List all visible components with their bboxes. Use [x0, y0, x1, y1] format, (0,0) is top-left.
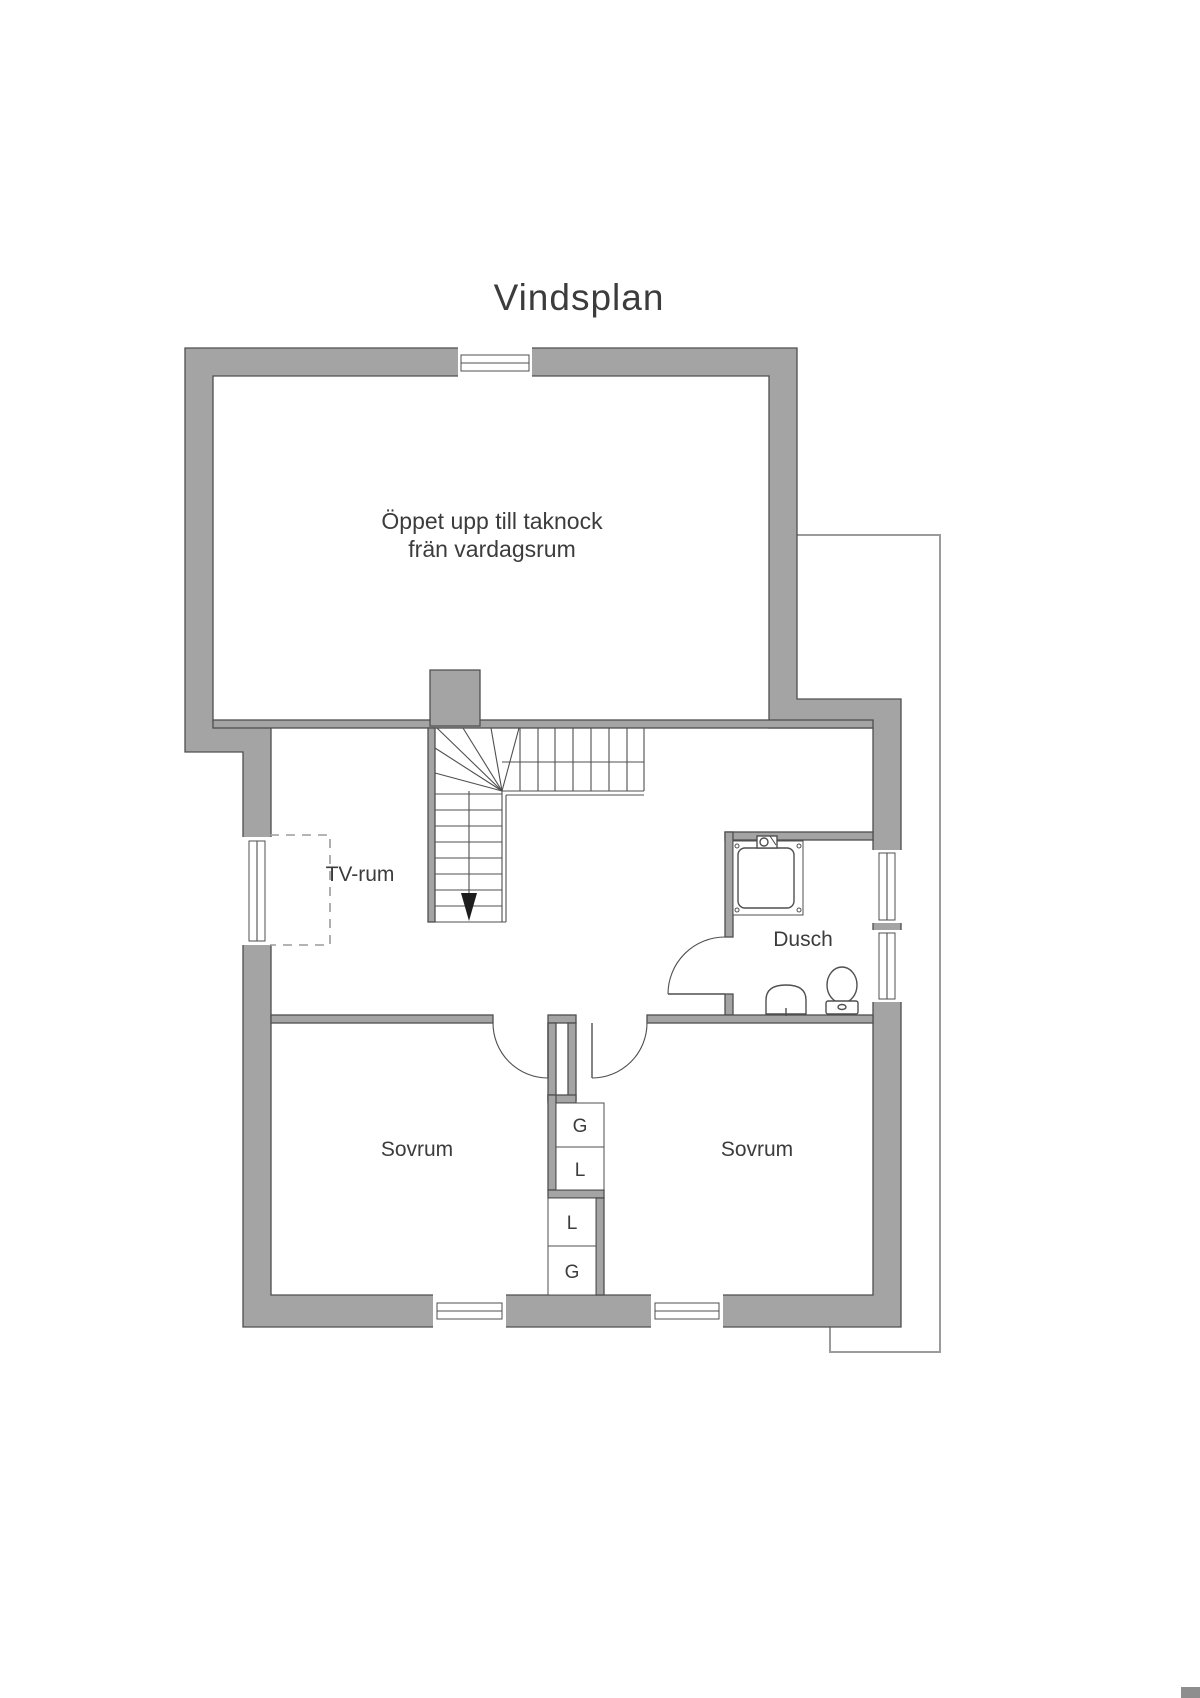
closet-box-upper-l — [555, 1146, 605, 1191]
closet-box-upper-g — [555, 1102, 605, 1148]
tv-room-label: TV-rum — [326, 863, 395, 886]
open-area-label-line1: Öppet upp till taknock — [381, 508, 603, 534]
closets: G L L G — [547, 1102, 605, 1296]
bedroom-right-door-swing-arc — [591, 1022, 648, 1079]
toilet-bowl — [826, 966, 858, 1004]
wall-open-room-south — [212, 719, 874, 729]
open-area-label-line2: frän vardagsrum — [408, 536, 575, 562]
closet-label-upper-l: L — [575, 1160, 586, 1181]
staircase — [428, 727, 645, 923]
stair-upper-treads — [502, 728, 645, 791]
bedroom-right-label: Sovrum — [721, 1138, 793, 1161]
door-divider-strip-east — [567, 1022, 577, 1101]
closet-back-wall-upper — [547, 1094, 557, 1191]
closet-label-lower-l: L — [567, 1213, 578, 1234]
stair-down-arrow-icon — [461, 893, 477, 921]
stair-boundary-lines — [468, 790, 644, 922]
bathroom-door-stub — [724, 993, 734, 1016]
closet-label-lower-g: G — [565, 1262, 580, 1283]
bathroom-fixtures — [732, 835, 859, 1016]
stair-winder-fan — [434, 727, 520, 792]
bathroom-door-swing-arc — [667, 936, 726, 995]
bedroom-left-door-swing-arc — [492, 1022, 549, 1079]
bathroom-west-wall — [724, 831, 734, 938]
closet-label-upper-g: G — [573, 1116, 588, 1137]
toilet-button — [837, 1003, 847, 1011]
bathroom-north-wall — [724, 831, 874, 841]
tv-zone-dashed-outline — [270, 834, 331, 946]
closet-box-lower-l — [547, 1197, 597, 1247]
lower-floor-outline — [797, 534, 941, 1353]
closet-back-wall-lower — [595, 1197, 605, 1296]
stair-chimney-block — [429, 669, 481, 727]
hall-south-wall-left — [270, 1014, 494, 1024]
bedroom-left-label: Sovrum — [381, 1138, 453, 1161]
closet-box-lower-g — [547, 1245, 597, 1296]
corner-watermark — [1181, 1687, 1200, 1698]
bathroom-label: Dusch — [773, 928, 833, 951]
bathroom-door — [667, 936, 726, 995]
windows — [242, 347, 902, 1328]
closet-jog-lower — [547, 1189, 605, 1199]
shower-icon — [732, 835, 804, 916]
plan-title: Vindsplan — [494, 277, 665, 318]
bedroom-right-door — [591, 1022, 648, 1079]
hall-south-wall-right — [646, 1014, 874, 1024]
toilet-icon — [825, 966, 859, 1015]
sink-basin — [765, 984, 807, 1015]
sink-icon — [765, 984, 807, 1016]
door-divider-cap — [547, 1014, 577, 1024]
bedroom-left-door — [492, 1022, 549, 1079]
doors — [492, 936, 726, 1079]
stair-west-wall — [427, 727, 436, 923]
room-labels: Öppet upp till taknock frän vardagsrum T… — [326, 508, 833, 1161]
shower-tray — [737, 847, 795, 909]
interior-walls — [212, 669, 874, 1296]
door-divider-strip-west — [547, 1022, 557, 1101]
